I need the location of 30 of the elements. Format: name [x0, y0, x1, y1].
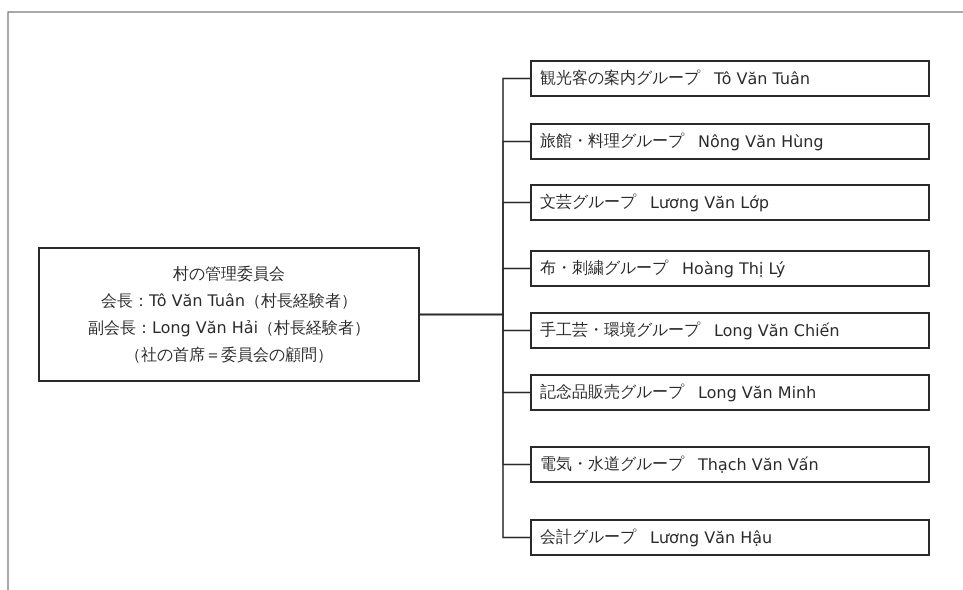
leader-name: Lương Văn Hậu: [650, 528, 772, 547]
connector-line: [420, 314, 530, 538]
leader-name: Long Văn Minh: [698, 383, 816, 402]
committee-text: 会長：Tô Văn Tuân（村長経験者）: [101, 290, 357, 312]
group-name: 手工芸・環境グループ: [540, 320, 700, 341]
group-box: [530, 250, 930, 287]
committee-title: 村の管理委員会: [173, 264, 285, 284]
group-box: [530, 446, 930, 483]
group-box: [530, 312, 930, 349]
group-box: [530, 123, 930, 160]
group-box: [530, 60, 930, 97]
group-name: 記念品販売グループ: [540, 382, 684, 403]
group-box: [530, 184, 930, 221]
group-box: [530, 374, 930, 411]
leader-name: Thạch Văn Vấn: [698, 455, 819, 474]
group-name: 布・刺繍グループ: [540, 258, 668, 279]
group-name: 電気・水道グループ: [540, 454, 684, 475]
committee-box: [38, 247, 420, 382]
group-name: 会計グループ: [540, 527, 636, 548]
group-name: 旅館・料理グループ: [540, 131, 684, 152]
leader-name: Hoàng Thị Lý: [682, 259, 786, 278]
committee-text: （社の首席＝委員会の顧問）: [125, 344, 333, 366]
group-box: [530, 519, 930, 556]
leader-name: Tô Văn Tuân: [714, 69, 810, 88]
leader-name: Nông Văn Hùng: [698, 132, 824, 151]
committee-text: 副会長：Long Văn Hải（村長経験者）: [88, 318, 370, 338]
leader-name: Long Văn Chiến: [714, 321, 840, 340]
group-name: 観光客の案内グループ: [540, 68, 700, 89]
leader-name: Lương Văn Lớp: [650, 193, 770, 212]
group-name: 文芸グループ: [540, 192, 636, 213]
